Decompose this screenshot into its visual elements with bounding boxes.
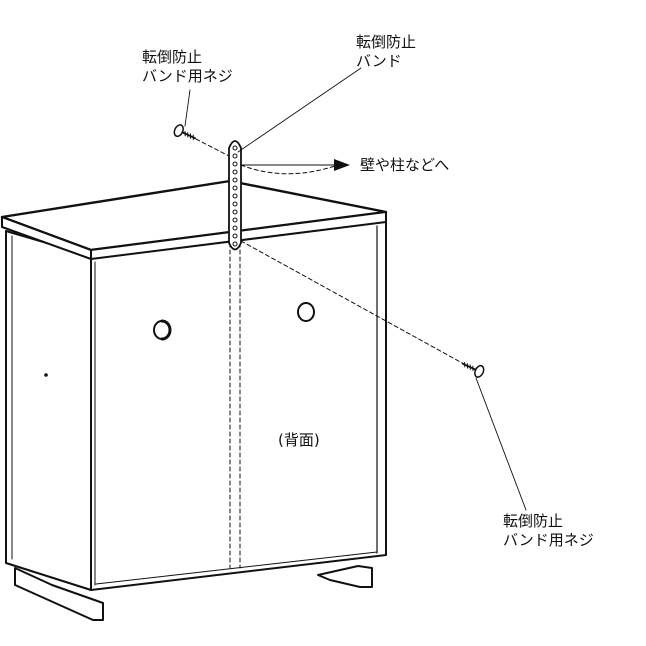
screw-bottom-label-line1: 転倒防止 (503, 512, 564, 530)
side-panel-hole (44, 373, 48, 377)
cabinet-leg-right (317, 565, 373, 588)
arrow-right-icon (334, 159, 350, 171)
anti-tip-band (228, 140, 242, 251)
cabinet-side-panel (5, 230, 92, 591)
cabinet-back-panel (90, 220, 387, 591)
screw-top-label-line1: 転倒防止 (142, 48, 203, 66)
screw-bottom-label: 転倒防止 バンド用ネジ (503, 512, 594, 550)
band-label: 転倒防止 バンド (356, 33, 416, 71)
screw-bottom-label-line2: バンド用ネジ (503, 531, 594, 549)
screw-icon (173, 124, 196, 141)
screw-top-label-line2: バンド用ネジ (142, 67, 233, 85)
band-label-line1: 転倒防止 (356, 33, 417, 51)
back-panel-hole-left (153, 319, 172, 341)
band-label-line2: バンド (356, 52, 402, 70)
screw-top-label: 転倒防止 バンド用ネジ (142, 48, 233, 86)
back-side-label: (背面) (278, 431, 320, 449)
back-panel-hole-right (297, 302, 315, 322)
cabinet-leg-left (14, 567, 104, 621)
wall-direction-label: 壁や柱などへ (360, 156, 450, 174)
screw-icon (462, 361, 485, 378)
